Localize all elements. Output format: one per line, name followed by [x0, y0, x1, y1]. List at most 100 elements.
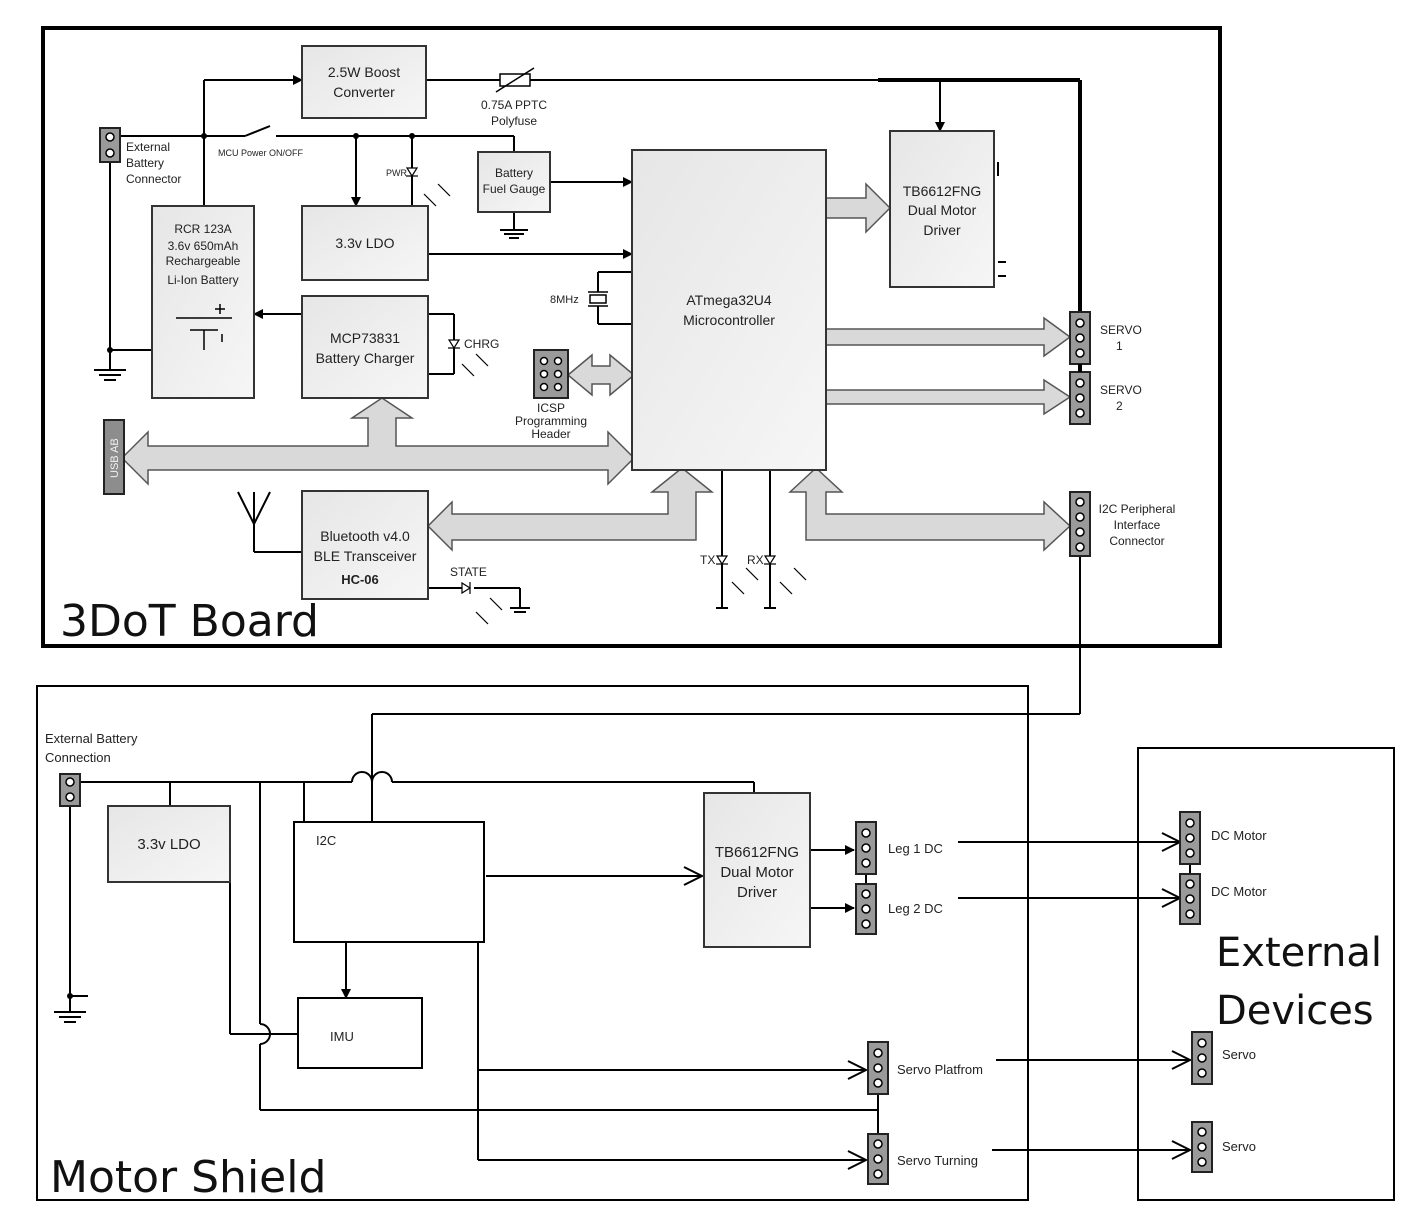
mcu-switch-label: MCU Power ON/OFF	[218, 148, 304, 158]
fuel-gauge-label-2: Fuel Gauge	[483, 182, 546, 196]
led-state	[461, 581, 503, 625]
shield-motor-driver-block	[703, 792, 811, 948]
i2c-block	[293, 821, 485, 943]
battery-label-2: 3.6v 650mAh	[168, 239, 239, 253]
board-frame	[41, 26, 1222, 648]
boost-converter-block	[301, 45, 427, 119]
servo2-ext-label: Servo	[1222, 1139, 1256, 1154]
external-title-1: External	[1216, 930, 1382, 976]
led-chrg	[447, 339, 489, 377]
external-frame	[1137, 747, 1395, 1201]
fuel-gauge-label-1: Battery	[495, 166, 533, 180]
led-tx	[715, 555, 759, 595]
bus-i2c	[788, 466, 1072, 552]
shield-ldo-label: 3.3v LDO	[137, 836, 200, 853]
ext-battery-connector	[99, 127, 121, 163]
i2c-conn-label-1: I2C Peripheral	[1099, 502, 1176, 516]
external-pins	[1185, 818, 1207, 1167]
board-connectors	[99, 127, 1091, 557]
icsp-label-2: Programming	[515, 414, 587, 428]
boost-label-1: 2.5W Boost	[328, 64, 400, 80]
shield-connector-pins	[65, 777, 883, 1179]
chrg-label: CHRG	[464, 337, 499, 351]
shield-ext-battery-label-2: Connection	[45, 750, 111, 765]
bluetooth-label-1: Bluetooth v4.0	[320, 528, 410, 544]
motor-driver-label-2: Dual Motor	[908, 202, 977, 218]
shield-ldo-block	[107, 805, 231, 883]
shield-ext-battery-label-1: External Battery	[45, 731, 138, 746]
servo2-label-2: 2	[1116, 399, 1123, 413]
fuel-gauge-block	[477, 151, 551, 213]
shield-blocks	[107, 792, 811, 948]
shield-plain-blocks	[293, 821, 485, 1069]
icsp-label-3: Header	[531, 427, 570, 441]
icsp-header	[533, 349, 569, 399]
battery-label-1: RCR 123A	[174, 222, 231, 236]
i2c-connector	[1069, 491, 1091, 557]
led-rx	[763, 555, 807, 595]
shield-title: Motor Shield	[50, 1152, 326, 1203]
bluetooth-block	[301, 490, 429, 600]
shield-frame	[36, 685, 1029, 1201]
crystal-symbol	[588, 291, 608, 307]
servo2-label-1: SERVO	[1100, 383, 1142, 397]
bus-icsp	[566, 353, 636, 397]
led-pwr	[405, 167, 451, 207]
bus-bluetooth	[426, 467, 715, 552]
battery-label-4: Li-Ion Battery	[167, 273, 238, 287]
leg1-label: Leg 1 DC	[888, 841, 943, 856]
battery-label-3: Rechargeable	[166, 254, 241, 268]
state-label: STATE	[450, 565, 487, 579]
mcu-block	[631, 149, 827, 471]
crystal-label: 8MHz	[550, 294, 579, 306]
bus-servo2	[825, 378, 1072, 416]
board-blocks	[151, 45, 995, 600]
battery-block	[151, 205, 255, 399]
ext-battery-label-3: Connector	[126, 172, 181, 186]
shield-motor-driver-label-1: TB6612FNG	[715, 844, 799, 861]
imu-block	[297, 997, 423, 1069]
servo-platform-label: Servo Platfrom	[897, 1062, 983, 1077]
shield-wiring	[54, 713, 1190, 1160]
connector-pins	[105, 132, 1085, 552]
polyfuse-label-1: 0.75A PPTC	[481, 98, 547, 112]
bus-mcu-motor	[825, 182, 892, 234]
tx-label: TX	[700, 553, 715, 567]
usb-connector	[103, 419, 125, 495]
usb-label: USB AB	[109, 438, 121, 478]
bluetooth-label-3: HC-06	[341, 572, 379, 587]
board-wiring	[94, 75, 1082, 714]
board-title: 3DoT Board	[60, 596, 319, 647]
i2c-conn-label-2: Interface	[1114, 518, 1161, 532]
motor-driver-block	[889, 130, 995, 288]
ldo-block	[301, 205, 429, 281]
dc-motor1-label: DC Motor	[1211, 828, 1267, 843]
boost-label-2: Converter	[333, 84, 395, 100]
ext-battery-label-1: External	[126, 140, 170, 154]
i2c-conn-label-3: Connector	[1109, 534, 1164, 548]
imu-label: IMU	[330, 1029, 354, 1044]
charger-block	[301, 295, 429, 399]
charger-label-2: Battery Charger	[316, 350, 415, 366]
bluetooth-label-2: BLE Transceiver	[314, 548, 417, 564]
charger-label-1: MCP73831	[330, 330, 400, 346]
servo1-label-2: 1	[1116, 339, 1123, 353]
board-ldo-label: 3.3v LDO	[335, 235, 394, 251]
external-connectors	[1179, 811, 1213, 1173]
shield-motor-driver-label-3: Driver	[737, 884, 777, 901]
bus-servo1	[825, 316, 1072, 358]
polyfuse-label-2: Polyfuse	[491, 114, 537, 128]
bus-usb	[120, 397, 636, 486]
mcu-label-2: Microcontroller	[683, 312, 775, 328]
battery-symbol	[176, 304, 232, 350]
data-buses	[120, 182, 1072, 552]
shield-ext-battery-connector	[59, 773, 81, 807]
pwr-label: PWR	[386, 168, 407, 178]
motor-driver-label-1: TB6612FNG	[903, 183, 982, 199]
rx-label: RX	[747, 553, 764, 567]
i2c-label: I2C	[316, 833, 336, 848]
external-title-2: Devices	[1216, 988, 1374, 1034]
servo1-ext-label: Servo	[1222, 1047, 1256, 1062]
dc-motor2-label: DC Motor	[1211, 884, 1267, 899]
